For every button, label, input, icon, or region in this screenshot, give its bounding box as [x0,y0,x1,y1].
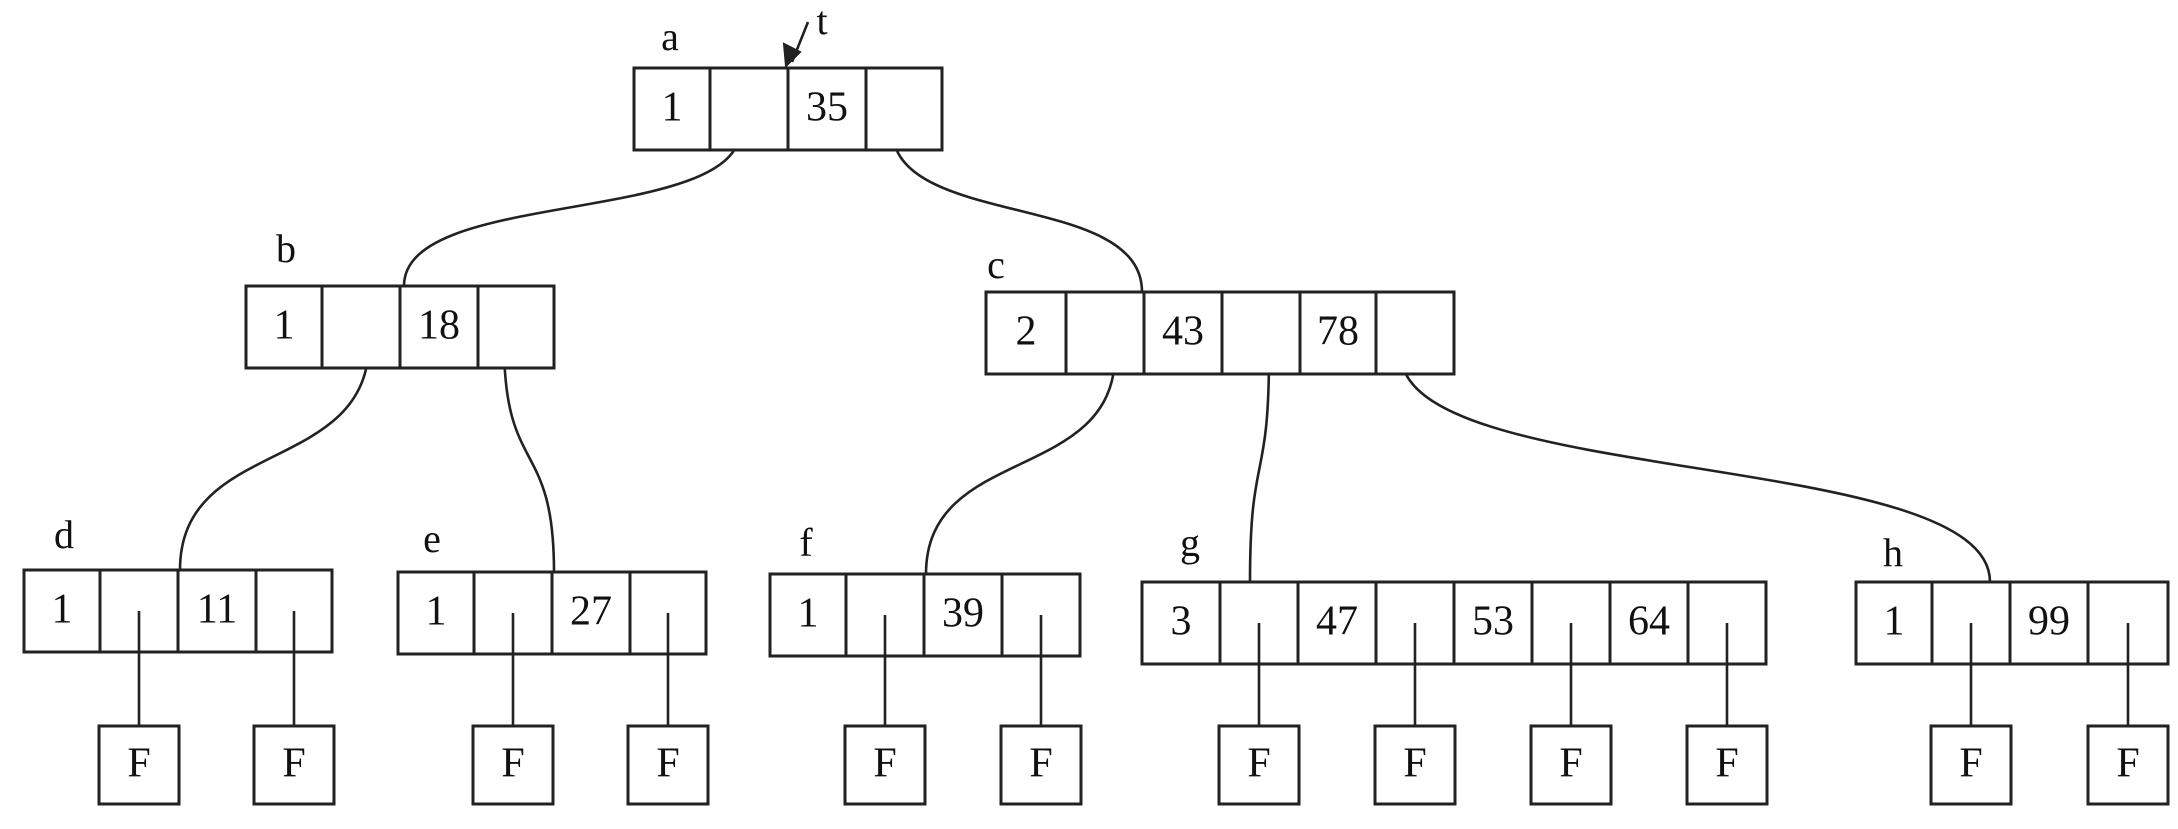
cell-value: 39 [942,591,984,637]
tree-link [890,127,1144,293]
node-label-f: f [799,520,813,565]
failure-leaf-box [1929,724,2013,806]
failure-leaf-label: F [873,741,896,787]
failure-leaf-box [999,724,1083,806]
node-label-c: c [987,242,1005,287]
failure-leaf-box [97,724,181,806]
failure-leaf-box [1685,724,1769,806]
cell-value: 53 [1472,599,1514,645]
cell-value: 18 [418,303,460,349]
root-pointer-label: t [816,0,827,43]
node-label-h: h [1883,530,1903,575]
node-label-d: d [54,512,74,557]
failure-leaf-box [471,724,555,806]
pointer-cell [320,284,402,370]
cell-value: 78 [1317,309,1359,355]
failure-leaf-label: F [1959,741,1982,787]
node-label-a: a [661,14,679,59]
failure-leaf-box [843,724,927,806]
cell-value: 43 [1162,309,1204,355]
failure-leaf-box [252,724,336,806]
failure-leaf-label: F [1403,741,1426,787]
cell-value: 1 [426,589,447,635]
cell-value: 99 [2028,599,2070,645]
tree-link [924,353,1117,575]
key-cell [396,570,476,656]
root-pointer: t [782,0,828,69]
tree-link [502,341,556,573]
key-cell [632,66,712,152]
node-h: h 1 99 [1854,530,2170,666]
cell-value: 1 [1884,599,1905,645]
pointer-cell [708,66,790,152]
node-c: c2 43 78 [984,242,1456,376]
cell-value: 1 [798,591,819,637]
failure-leaf-label: F [1715,741,1738,787]
cell-value: 3 [1171,599,1192,645]
cell-value: 1 [662,85,683,131]
node-label-b: b [276,226,296,271]
cell-value: 47 [1316,599,1358,645]
tree-link [178,341,371,571]
key-cell [1452,580,1534,666]
failure-leaf-label: F [501,741,524,787]
tree-links [178,127,1992,583]
node-label-g: g [1180,520,1200,565]
failure-leaf-label: F [1029,741,1052,787]
tree-link [1399,353,1992,583]
cell-value: 2 [1016,309,1037,355]
node-label-e: e [423,516,441,561]
failure-leaf-box [1529,724,1613,806]
cell-value: 35 [806,85,848,131]
cell-value: 1 [274,303,295,349]
node-b: b 1 18 [244,226,556,370]
node-f: f 1 39 [768,520,1082,658]
key-cell [244,284,324,370]
tree-link [1248,353,1271,583]
node-a: a 1 35 [632,14,944,152]
key-cell [1296,580,1378,666]
cell-value: 64 [1628,599,1670,645]
key-cell [786,66,868,152]
pointer-cell [476,284,556,370]
failure-leaf-box [2086,724,2170,806]
failure-leaf-box [1217,724,1301,806]
failure-leaf-box [1373,724,1457,806]
cell-value: 27 [570,589,612,635]
key-cell [1608,580,1690,666]
failure-leaf-label: F [1247,741,1270,787]
failure-leaf-label: F [2116,741,2139,787]
key-cell [984,290,1068,376]
failure-leaf-label: F [282,741,305,787]
pointer-cell [1220,290,1302,376]
failure-leaf-box [626,724,710,806]
cell-value: 1 [52,587,73,633]
key-cell [1142,290,1224,376]
key-cell [398,284,480,370]
failure-leaf-label: F [656,741,679,787]
root-pointer-arrowhead [782,42,802,69]
pointer-cell [864,66,944,152]
tree-link [402,127,743,287]
pointer-cell [1374,290,1456,376]
node-g: g 3 47 53 64 [1140,520,1768,666]
cell-value: 11 [197,587,237,633]
key-cell [768,572,848,658]
pointer-cell [1064,290,1146,376]
failure-leaf-label: F [127,741,150,787]
failure-leaf-label: F [1559,741,1582,787]
